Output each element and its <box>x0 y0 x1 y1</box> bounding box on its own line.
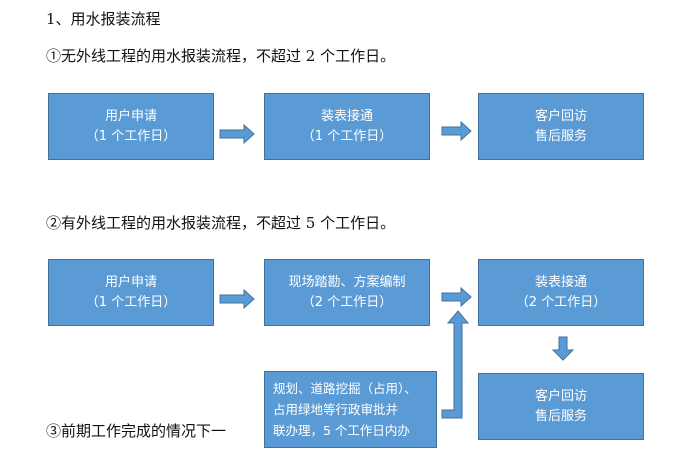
section3-heading: ③前期工作完成的情况下一 <box>46 422 227 440</box>
section2-heading: ②有外线工程的用水报装流程，不超过 5 个工作日。 <box>46 214 396 232</box>
s1-box-user-apply: 用户申请 （1 个工作日） <box>48 93 214 160</box>
s2-box-user-apply: 用户申请 （1 个工作日） <box>48 259 214 326</box>
s2-box-site-survey: 现场踏勘、方案编制 （2 个工作日） <box>264 259 430 326</box>
s2-box-user-apply-line1: 用户申请 <box>104 274 157 290</box>
s2-box-permit-approval: 规划、道路挖掘（占用）、 占用绿地等行政审批并 联办理，5 个工作日内办 <box>264 371 437 448</box>
s1-box-customer-visit-line1: 客户回访 <box>534 108 587 124</box>
s2-arrow-bent-up <box>441 310 470 419</box>
s2-box-site-survey-line1: 现场踏勘、方案编制 <box>288 274 406 290</box>
s2-box-meter-install-line1: 装表接通 <box>534 274 587 290</box>
s1-box-meter-install-line2: （1 个工作日） <box>301 128 393 144</box>
s2-arrow-2 <box>441 286 472 308</box>
s1-arrow-2 <box>441 120 472 142</box>
s2-box-permit-line1: 规划、道路挖掘（占用）、 <box>273 381 417 396</box>
s1-box-meter-install-line1: 装表接通 <box>320 108 373 124</box>
s1-box-customer-visit: 客户回访 售后服务 <box>478 93 644 160</box>
s2-box-permit-line2: 占用绿地等行政审批并 <box>273 402 399 417</box>
s1-box-customer-visit-line2: 售后服务 <box>534 128 587 144</box>
s2-arrow-1 <box>219 288 255 310</box>
s1-arrow-1 <box>219 123 255 145</box>
s2-box-permit-line3: 联办理，5 个工作日内办 <box>273 423 410 438</box>
s2-box-meter-install-line2: （2 个工作日） <box>515 294 607 310</box>
s2-box-meter-install: 装表接通 （2 个工作日） <box>478 259 644 326</box>
s2-box-customer-visit-line1: 客户回访 <box>534 388 587 404</box>
s1-box-user-apply-line2: （1 个工作日） <box>85 128 177 144</box>
s2-box-customer-visit-line2: 售后服务 <box>534 408 587 424</box>
s1-box-user-apply-line1: 用户申请 <box>104 108 157 124</box>
s2-box-site-survey-line2: （2 个工作日） <box>301 294 393 310</box>
s2-box-user-apply-line2: （1 个工作日） <box>85 294 177 310</box>
s2-arrow-down <box>551 336 575 361</box>
s1-box-meter-install: 装表接通 （1 个工作日） <box>264 93 430 160</box>
page-title: 1、用水报装流程 <box>46 10 161 28</box>
s2-box-customer-visit: 客户回访 售后服务 <box>478 373 644 440</box>
section1-heading: ①无外线工程的用水报装流程，不超过 2 个工作日。 <box>46 47 396 65</box>
